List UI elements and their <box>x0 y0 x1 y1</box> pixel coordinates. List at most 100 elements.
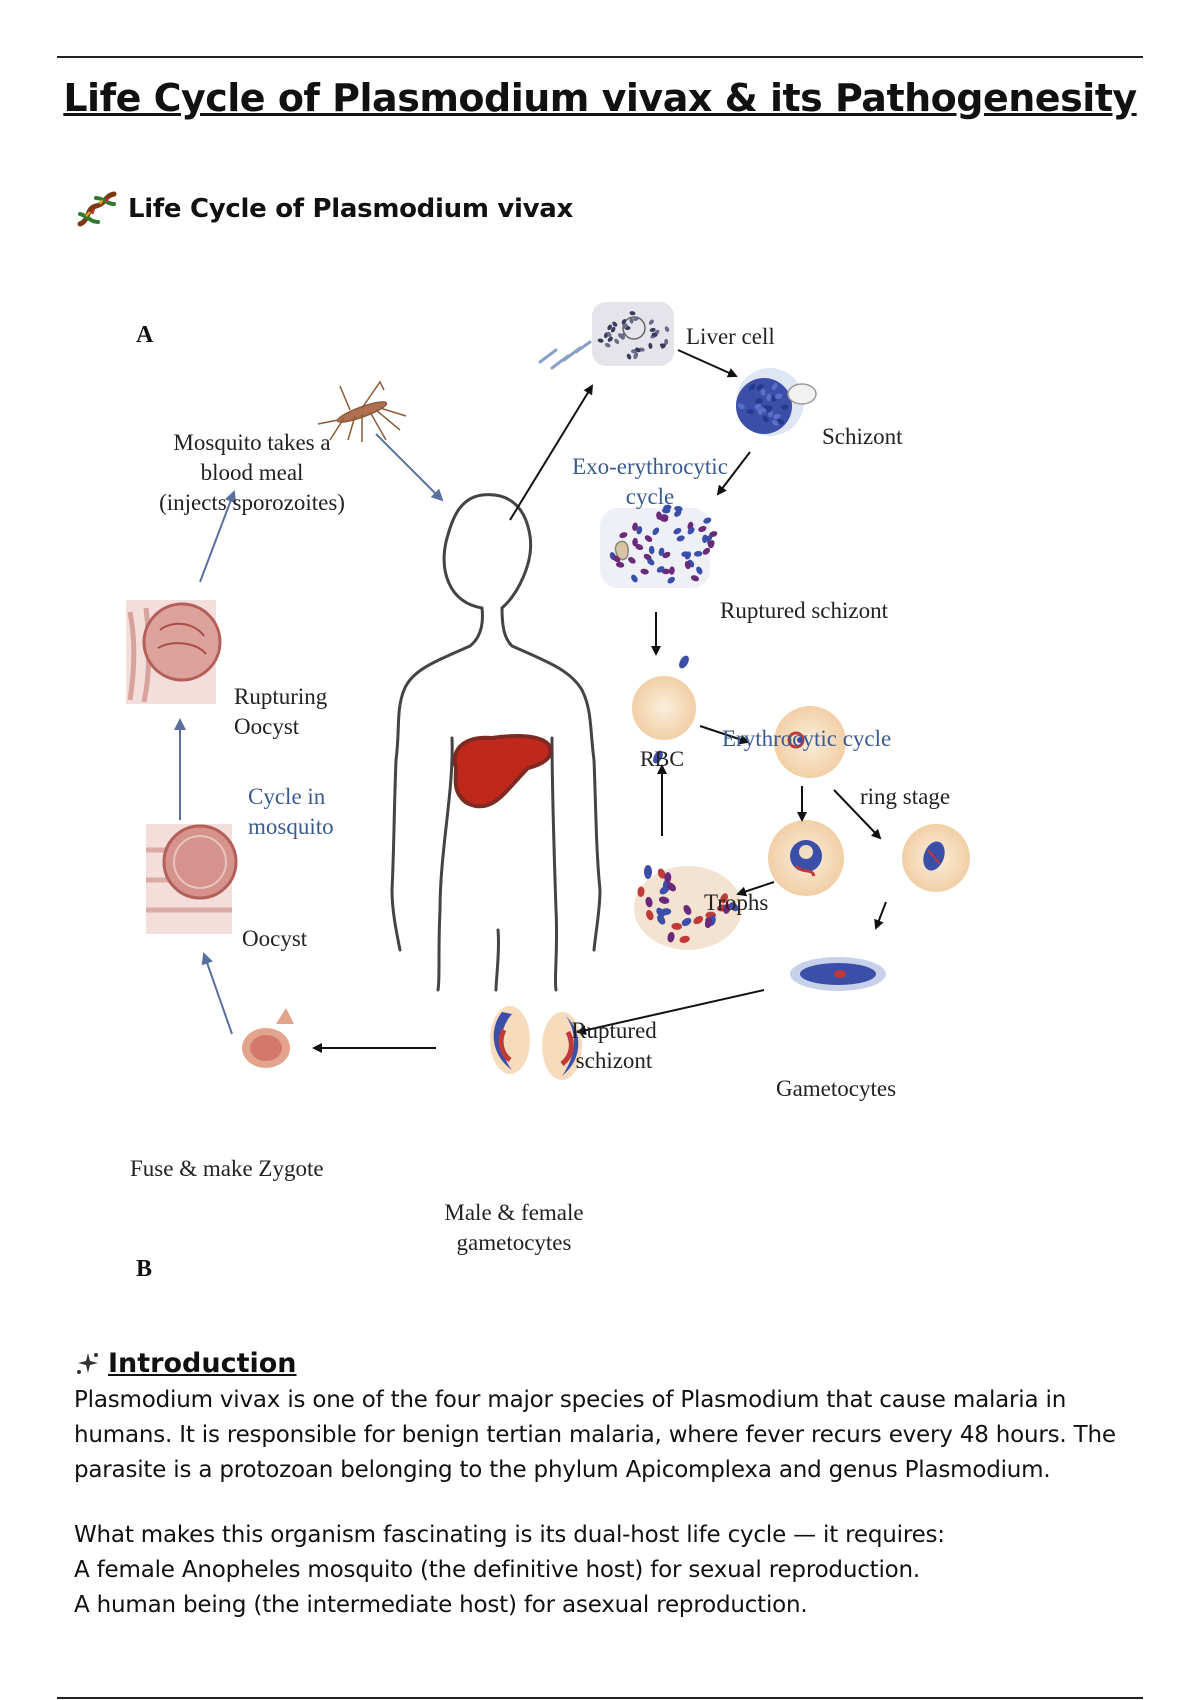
label-mosquito-blood-meal-2: blood meal <box>201 460 304 485</box>
parasite-dot <box>660 343 666 349</box>
parasite-dot <box>669 566 675 575</box>
label-mosquito-blood-meal-3: (injects sporozoites) <box>159 490 345 515</box>
parasite-dot <box>720 893 728 904</box>
parasite-dot <box>704 917 713 929</box>
parasite-dot <box>621 319 627 325</box>
parasite-dot <box>687 527 695 535</box>
parasite-dot <box>676 535 685 542</box>
parasite-dot <box>656 907 665 918</box>
paragraph-line: A human being (the intermediate host) fo… <box>74 1592 808 1618</box>
sparkle-icon <box>77 1352 98 1374</box>
parasite-dot <box>657 914 666 925</box>
panel-a-letter: A <box>136 322 154 348</box>
introduction-heading-text: Introduction <box>108 1348 297 1379</box>
parasite-dot <box>615 561 625 568</box>
parasite-dot <box>693 916 704 925</box>
label-fuse-zygote: Fuse & make Zygote <box>130 1156 324 1181</box>
parasite-dot <box>683 904 692 915</box>
parasite-dot <box>658 896 670 904</box>
life-cycle-diagram: A B <box>126 302 970 1280</box>
parasite-dot <box>632 537 638 547</box>
label-mosquito-blood-meal-1: Mosquito takes a <box>173 430 330 455</box>
cycle-arrows <box>174 349 887 1053</box>
parasite-dot <box>622 323 628 329</box>
parasite-dot <box>709 531 718 538</box>
label-erythrocytic-cycle: Erythrocytic cycle <box>722 726 891 751</box>
merozoite-drops <box>644 655 689 879</box>
paragraph-line: A female Anopheles mosquito (the definit… <box>74 1557 921 1583</box>
parasite-dot <box>674 505 683 512</box>
section-heading-text: Life Cycle of Plasmodium vivax <box>128 194 573 224</box>
label-rbc: RBC <box>640 746 684 771</box>
zygote-image <box>242 1008 294 1068</box>
parasite-dot <box>630 349 637 354</box>
parasite-dot <box>649 327 656 332</box>
parasite-dot <box>702 547 711 555</box>
label-oocyst-2: Oocyst <box>234 714 300 739</box>
sporozoites <box>538 340 592 370</box>
label-exo-erythrocytic: Exo-erythrocytic <box>572 454 728 479</box>
top-rule <box>57 56 1143 58</box>
parasite-dot <box>746 408 755 415</box>
introduction-heading: Introduction <box>74 1348 297 1379</box>
oocyst-image <box>146 824 238 934</box>
parasite-dot <box>640 568 649 575</box>
parasite-dot <box>662 551 671 559</box>
parasite-dot <box>614 338 620 345</box>
parasite-dot <box>774 393 783 399</box>
parasite-dot <box>696 566 703 575</box>
male-female-gametocytes-image <box>490 1006 582 1080</box>
panel-b-letter: B <box>136 1256 152 1280</box>
label-mosquito: mosquito <box>248 814 334 839</box>
parasite-dot <box>673 528 682 535</box>
parasite-dot <box>748 383 756 391</box>
parasite-dot <box>597 338 604 343</box>
parasite-dot <box>723 903 731 914</box>
label-ruptured-schizont-top: Ruptured schizont <box>720 598 889 623</box>
parasite-dot <box>760 388 766 396</box>
rbc-cell <box>632 676 696 740</box>
parasite-dot <box>635 347 641 353</box>
parasite-dot <box>684 551 692 560</box>
parasite-dot <box>647 558 655 566</box>
parasite-dot <box>681 917 692 927</box>
parasite-dot <box>773 413 781 420</box>
label-schizont-bottom: schizont <box>576 1048 653 1073</box>
released-merozoites <box>609 504 718 584</box>
parasite-dot <box>618 333 623 339</box>
parasite-dot <box>651 332 658 337</box>
parasite-dot <box>632 522 638 531</box>
mosquito-image <box>317 380 407 442</box>
parasite-dot <box>606 331 612 338</box>
ruptured-schizont-image <box>600 508 710 588</box>
parasite-dot <box>644 535 653 542</box>
paragraph-line: Plasmodium vivax is one of the four majo… <box>74 1387 1067 1413</box>
parasite-dot <box>646 909 654 921</box>
parasite-dot <box>708 540 715 549</box>
parasite-dot <box>604 342 611 348</box>
trophozoite-cell-2 <box>902 824 970 892</box>
gametocyte-image <box>790 957 886 991</box>
parasite-dot <box>674 509 682 517</box>
parasite-dot <box>612 321 618 327</box>
schizont-image <box>736 368 817 436</box>
parasite-dot <box>633 353 638 360</box>
dna-icon <box>77 191 117 227</box>
label-male-female: Male & female <box>444 1200 583 1225</box>
rupturing-oocyst-image <box>126 600 222 704</box>
introduction-paragraph-1: Plasmodium vivax is one of the four majo… <box>74 1383 1144 1488</box>
parasite-dot <box>756 384 764 391</box>
parasite-dot <box>664 338 669 345</box>
parasite-dot <box>766 405 773 413</box>
label-trophs: Trophs <box>704 890 768 915</box>
parasite-dot <box>781 404 789 410</box>
parasite-dot <box>629 317 634 324</box>
parasite-dot <box>607 324 613 331</box>
parasite-dot <box>629 311 636 316</box>
released-merozoites-bottom <box>637 868 739 944</box>
parasite-dot <box>648 545 655 555</box>
parasite-dot <box>637 886 645 897</box>
liver-cell-parasites <box>597 311 670 360</box>
introduction-paragraph-2: What makes this organism fascinating is … <box>74 1518 1144 1623</box>
parasite-dot <box>664 326 670 332</box>
